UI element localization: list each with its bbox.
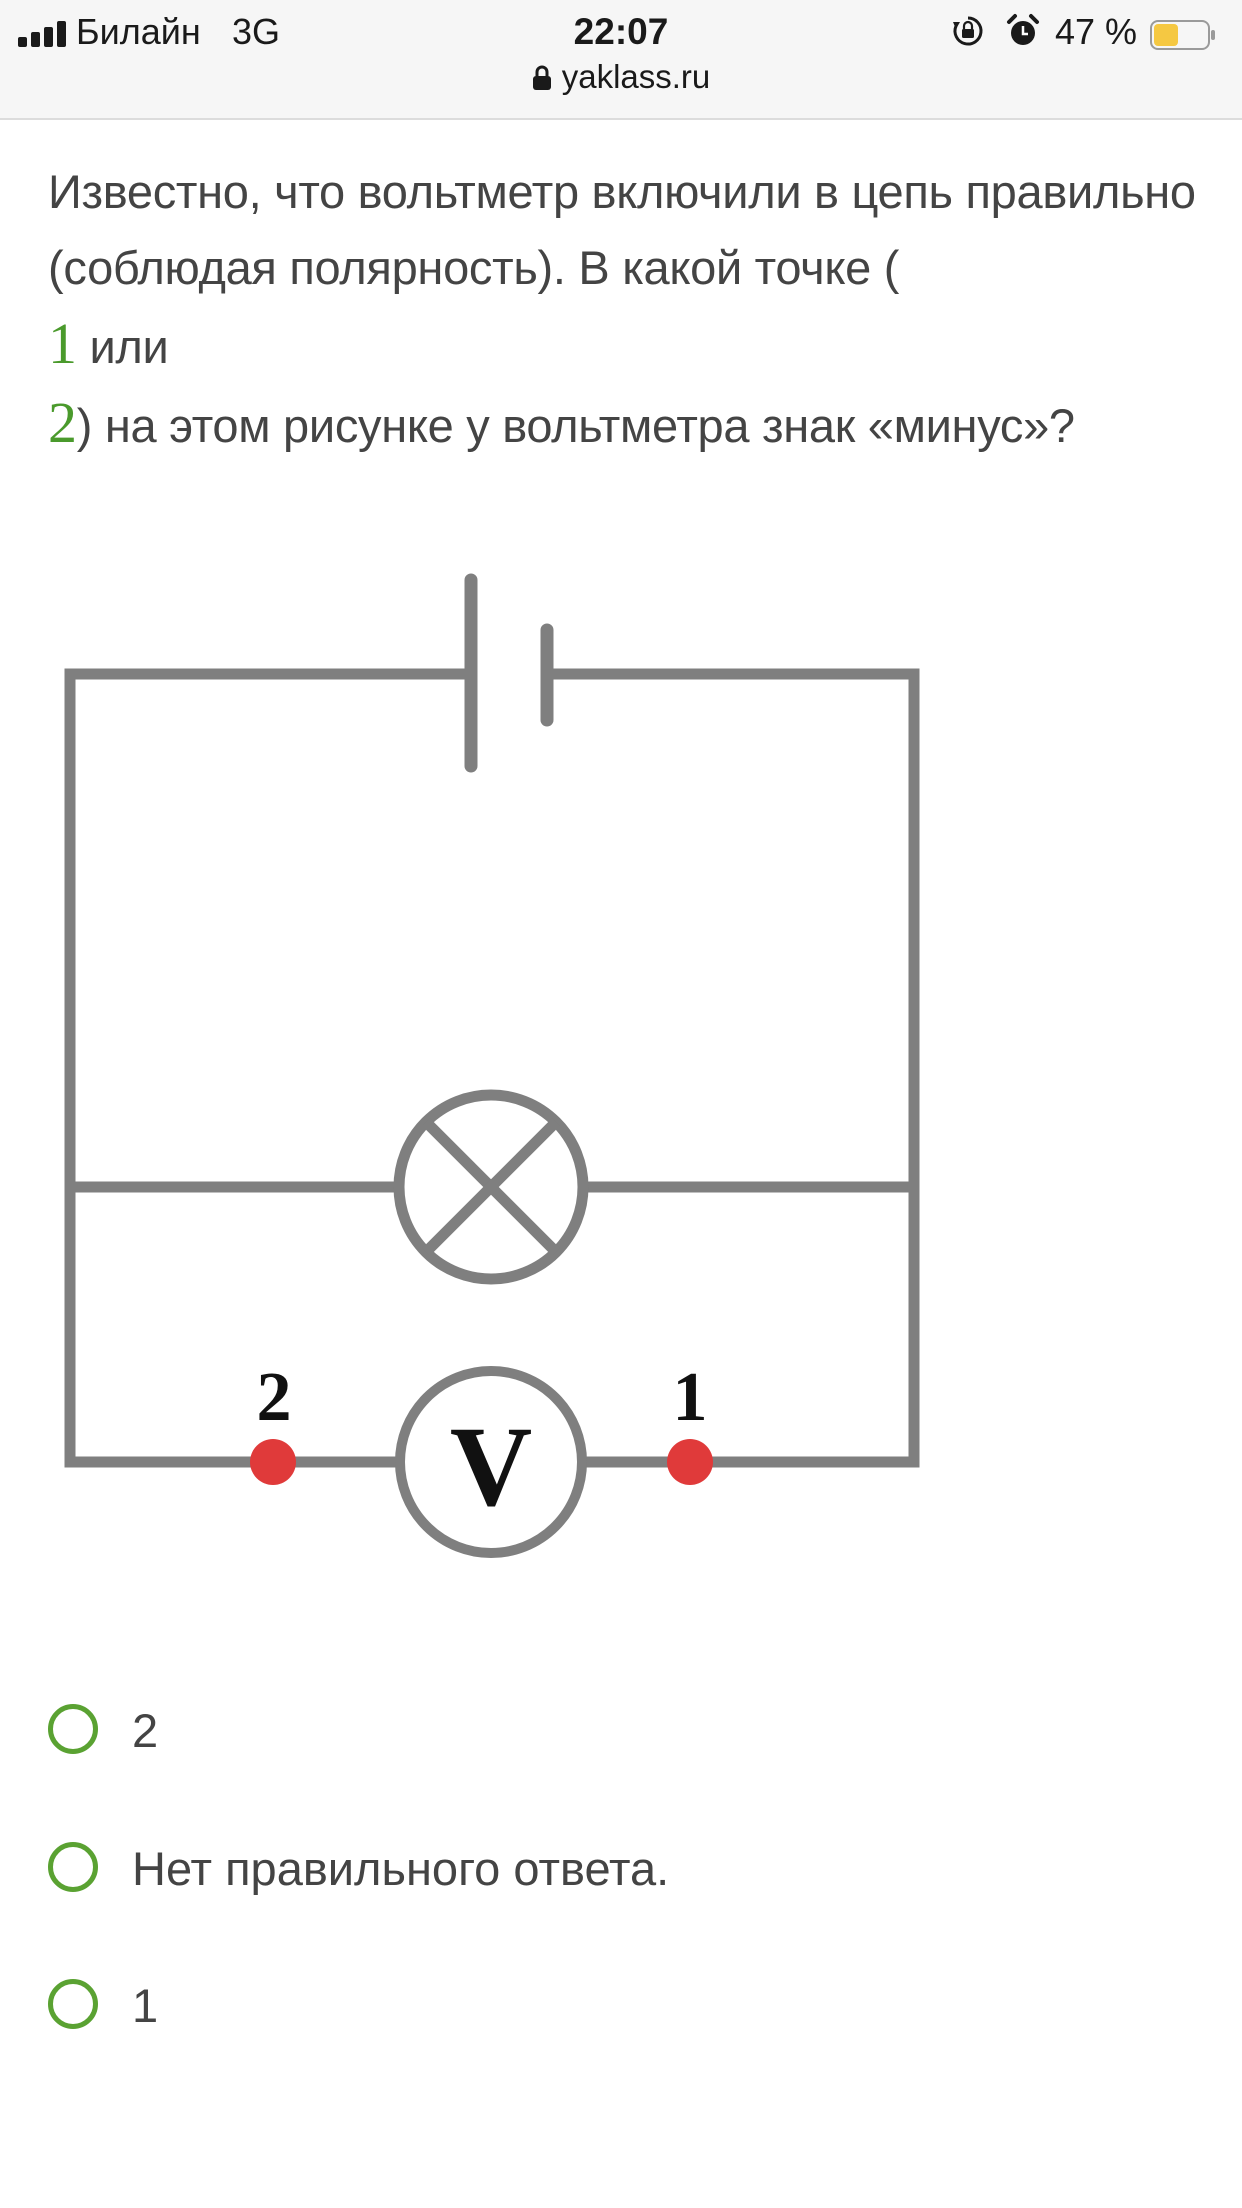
point-number-2: 2 [48, 390, 77, 455]
answer-option-label: Нет правильного ответа. [132, 1842, 670, 1895]
clock: 22:07 [573, 11, 669, 52]
lamp-symbol [393, 1089, 589, 1285]
address-bar[interactable]: yaklass.ru [0, 58, 1242, 102]
lock-icon [532, 65, 551, 90]
point-label-2: 2 [257, 1359, 292, 1436]
battery-percent: 47 % [1055, 11, 1138, 52]
rotation-lock-icon [953, 16, 983, 46]
question-text: Известно, что вольтметр включили в цепь … [48, 154, 1208, 464]
battery-symbol [464, 573, 554, 773]
answer-option-no-correct[interactable]: Нет правильного ответа. [46, 1838, 1146, 1908]
url-text: yaklass.ru [561, 58, 711, 95]
radio-button-icon[interactable] [48, 1842, 98, 1892]
question-part-3: ) на этом рисунке у вольтметра знак «мин… [76, 399, 1075, 452]
question-part-1: Известно, что вольтметр включили в цепь … [48, 165, 1196, 294]
alarm-icon [1007, 14, 1039, 45]
point-number-1: 1 [48, 311, 77, 376]
status-row: Билайн 3G 22:07 47 % [0, 8, 1242, 56]
circuit-wires [64, 668, 920, 1468]
radio-button-icon[interactable] [48, 1704, 98, 1754]
voltmeter-letter: V [450, 1403, 532, 1530]
wire-right-loop [541, 668, 920, 1468]
radio-button-icon[interactable] [48, 1979, 98, 2029]
voltmeter-symbol: V [395, 1366, 587, 1558]
carrier-name: Билайн [76, 11, 201, 52]
battery-icon [1150, 20, 1215, 50]
point-2-dot [250, 1439, 296, 1485]
answer-option-2[interactable]: 2 [46, 1700, 1146, 1770]
signal-bars-icon [18, 21, 68, 47]
answer-option-label: 2 [132, 1704, 159, 1757]
answer-option-label: 1 [132, 1979, 159, 2032]
status-bar: Билайн 3G 22:07 47 % yaklass.ru [0, 0, 1242, 120]
network-type: 3G [232, 11, 281, 52]
wire-left-loop [64, 668, 477, 1468]
point-1-dot [667, 1439, 713, 1485]
question-part-2: или [76, 320, 169, 373]
circuit-diagram: V 2 1 [64, 573, 920, 1558]
answer-option-1[interactable]: 1 [46, 1975, 1146, 2045]
point-label-1: 1 [673, 1359, 708, 1436]
